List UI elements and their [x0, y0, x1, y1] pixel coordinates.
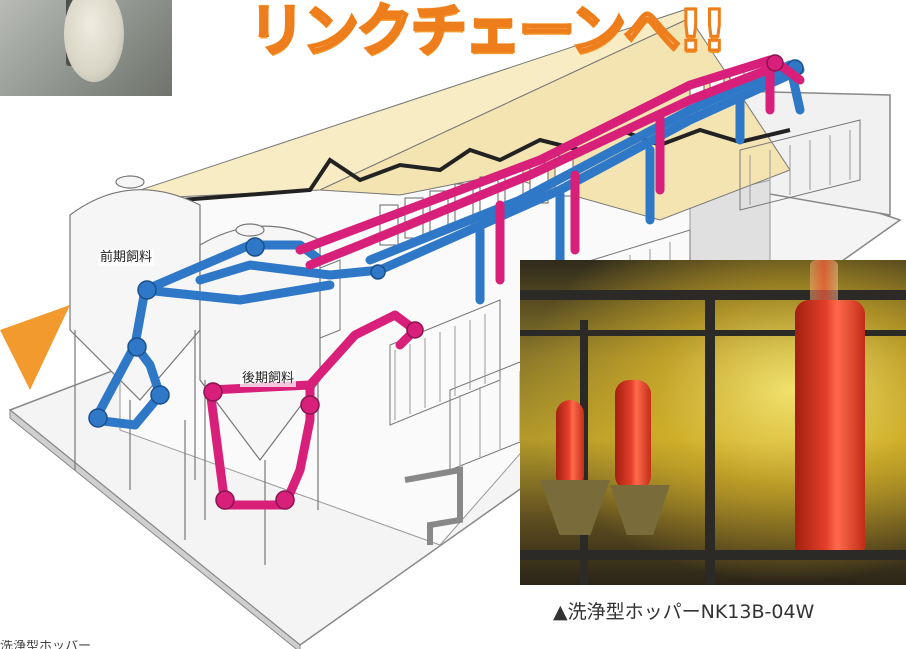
label-late-feed: 後期飼料: [240, 370, 297, 387]
photo-post: [580, 320, 588, 585]
photo-hopper: [615, 380, 651, 490]
label-early-feed: 前期飼料: [98, 249, 155, 266]
photo-funnel: [610, 485, 670, 535]
late-chain-wheels: [203, 54, 784, 510]
top-left-photo: [0, 0, 172, 96]
photo-blob: [64, 0, 124, 82]
photo-funnel: [540, 480, 610, 535]
photo-beam: [520, 290, 906, 300]
drain-pipe: [404, 466, 463, 545]
photo-floor-bar: [520, 550, 906, 560]
photo-caption: ▲洗浄型ホッパーNK13B-04W: [553, 601, 815, 623]
photo-post: [705, 300, 715, 585]
floor-edge: [9, 408, 301, 649]
roof-cut-edge: [117, 127, 791, 207]
photo-hopper: [556, 400, 584, 490]
photo-hopper: [795, 300, 865, 560]
headline: リンクチェーンへ!!: [247, 0, 728, 65]
bottom-partial-text: 洗浄型ホッパー: [0, 640, 92, 649]
pointer-arrow: [0, 305, 70, 390]
hopper-photo: [520, 260, 906, 585]
early-chain-wheels: [88, 59, 804, 428]
